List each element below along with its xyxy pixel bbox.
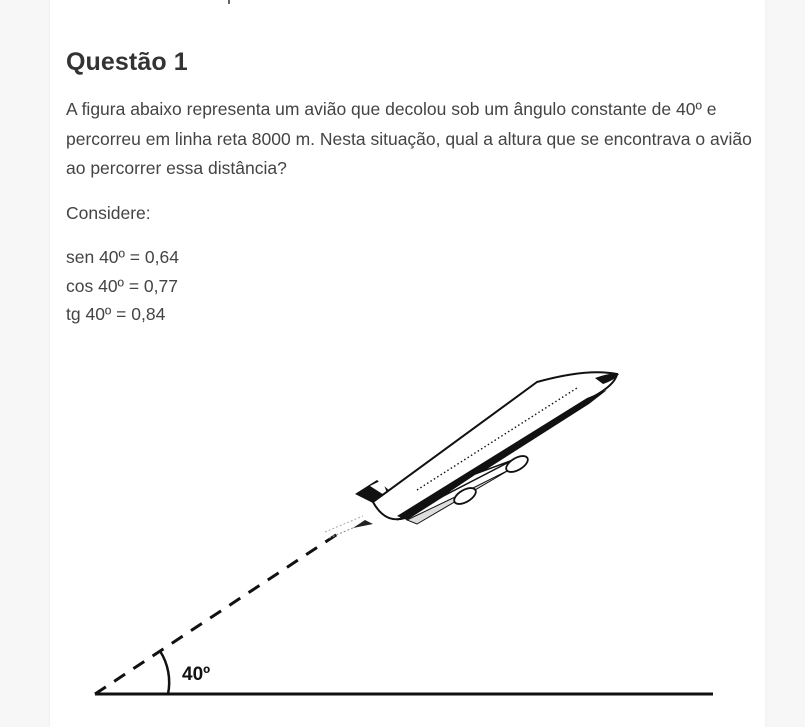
consider-label: Considere: bbox=[66, 203, 151, 223]
trig-values-list: sen 40º = 0,64 cos 40º = 0,77 tg 40º = 0… bbox=[66, 243, 179, 329]
flight-path-dashed-line bbox=[94, 531, 340, 696]
cosine-value: cos 40º = 0,77 bbox=[66, 275, 178, 296]
question-title: Questão 1 bbox=[66, 48, 188, 76]
airplane-icon bbox=[324, 371, 619, 539]
question-text: A figura abaixo representa um avião que … bbox=[66, 99, 752, 178]
angle-arc bbox=[158, 650, 171, 695]
question-card: Questão 1 A figura abaixo representa um … bbox=[50, 0, 765, 727]
sine-value: sen 40º = 0,64 bbox=[66, 247, 179, 267]
tangent-value: tg 40º = 0,84 bbox=[66, 304, 166, 324]
angle-label: 40º bbox=[182, 664, 210, 685]
airplane-takeoff-figure: 40º bbox=[94, 371, 713, 696]
cut-off-text-fragment bbox=[228, 0, 230, 4]
